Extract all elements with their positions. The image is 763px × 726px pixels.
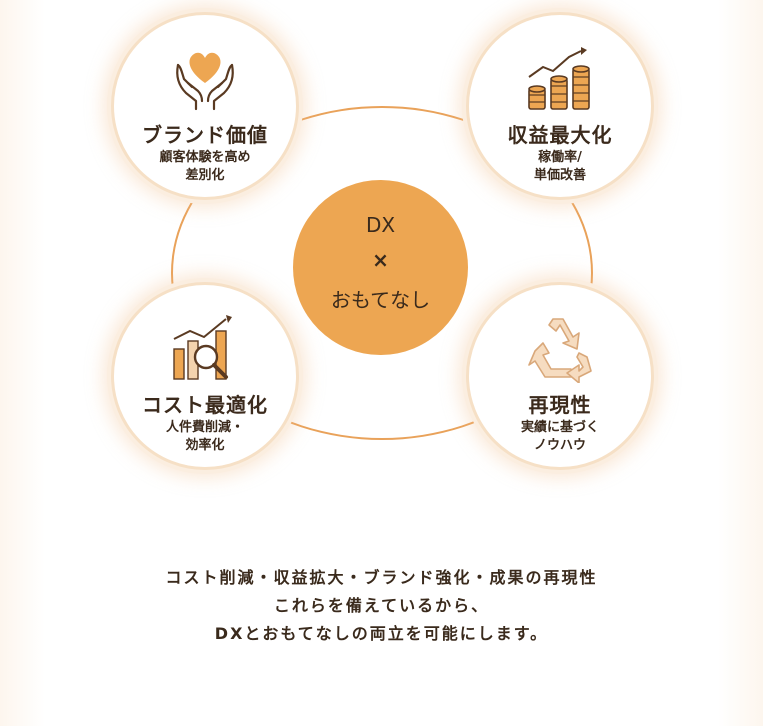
bar-chart-magnifier-icon	[173, 315, 232, 380]
bubble-reproducibility: 再現性 実績に基づく ノウハウ	[466, 282, 654, 470]
bubble-brand-value: ブランド価値 顧客体験を高め 差別化	[111, 12, 299, 200]
bubble-subtitle: 実績に基づく ノウハウ	[469, 419, 651, 455]
bubble-subtitle-line: 単価改善	[533, 168, 586, 183]
caption-line: DXとおもてなしの両立を可能にします。	[214, 624, 549, 643]
bubble-revenue: 収益最大化 稼働率/ 単価改善	[466, 12, 654, 200]
coin-stacks-growth-icon	[528, 47, 590, 110]
connecting-ring	[171, 106, 593, 440]
center-label-dx: DX	[365, 213, 396, 237]
bubble-subtitle-line: ノウハウ	[533, 438, 586, 453]
bubble-cost-optimization: コスト最適化 人件費削減・ 効率化	[111, 282, 299, 470]
caption-line: コスト削減・収益拡大・ブランド強化・成果の再現性	[165, 568, 598, 587]
bubble-title: ブランド価値	[142, 123, 268, 147]
bubble-subtitle-line: 人件費削減・	[165, 420, 244, 435]
heart-hands-icon	[176, 52, 234, 111]
bubble-subtitle-line: 差別化	[185, 168, 225, 183]
bubble-subtitle: 稼働率/ 単価改善	[469, 149, 651, 185]
bubble-subtitle: 人件費削減・ 効率化	[114, 419, 296, 455]
bubble-subtitle-line: 顧客体験を高め	[159, 150, 251, 165]
caption-line: これらを備えているから、	[273, 596, 490, 615]
recycle-arrows-icon	[528, 318, 592, 383]
bubble-title: コスト最適化	[142, 393, 268, 417]
bubble-subtitle-line: 効率化	[185, 438, 225, 453]
bubble-title: 再現性	[528, 393, 592, 417]
bubble-subtitle: 顧客体験を高め 差別化	[114, 149, 296, 185]
caption-text: コスト削減・収益拡大・ブランド強化・成果の再現性 これらを備えているから、 DX…	[0, 564, 763, 648]
center-label-omotenashi: おもてなし	[330, 288, 431, 312]
bubble-title: 収益最大化	[507, 123, 613, 147]
bubble-subtitle-line: 稼働率/	[538, 150, 582, 165]
center-label-times: ×	[372, 248, 389, 272]
center-circle: DX × おもてなし	[293, 180, 468, 355]
bubble-subtitle-line: 実績に基づく	[520, 420, 599, 435]
